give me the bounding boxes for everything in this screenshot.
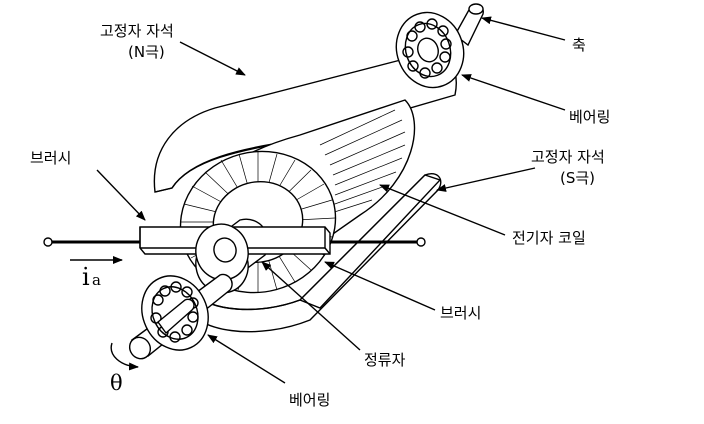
label-commutator: 정류자 xyxy=(364,351,406,369)
commutator-front xyxy=(195,223,249,281)
label-stator-n: 고정자 자석 xyxy=(100,22,174,40)
current-subscript: a xyxy=(92,271,101,289)
label-stator-s: 고정자 자석 xyxy=(531,148,605,166)
angle-symbol: θ xyxy=(110,371,123,395)
bearing-bottom xyxy=(141,275,209,351)
bearing-bottom-balls xyxy=(150,281,199,343)
label-bearing-bottom: 베어링 xyxy=(289,391,330,409)
current-symbol: i xyxy=(82,263,90,291)
label-stator-n-pole: (N극) xyxy=(128,43,165,61)
label-stator-s-pole: (S극) xyxy=(560,169,595,187)
label-shaft: 축 xyxy=(572,36,586,54)
rotation-arrow xyxy=(110,342,139,371)
label-bearing-top: 베어링 xyxy=(569,108,610,126)
armature-winding-lines xyxy=(319,109,406,216)
shaft-top xyxy=(454,3,484,47)
terminal-wires xyxy=(43,237,426,247)
label-brush-left: 브러시 xyxy=(30,149,71,167)
bearing-top xyxy=(395,11,465,89)
bearing-top-balls xyxy=(402,18,452,79)
label-armature-coil: 전기자 코일 xyxy=(512,229,586,247)
label-brush-right: 브러시 xyxy=(440,304,481,322)
leader-lines xyxy=(96,16,566,384)
